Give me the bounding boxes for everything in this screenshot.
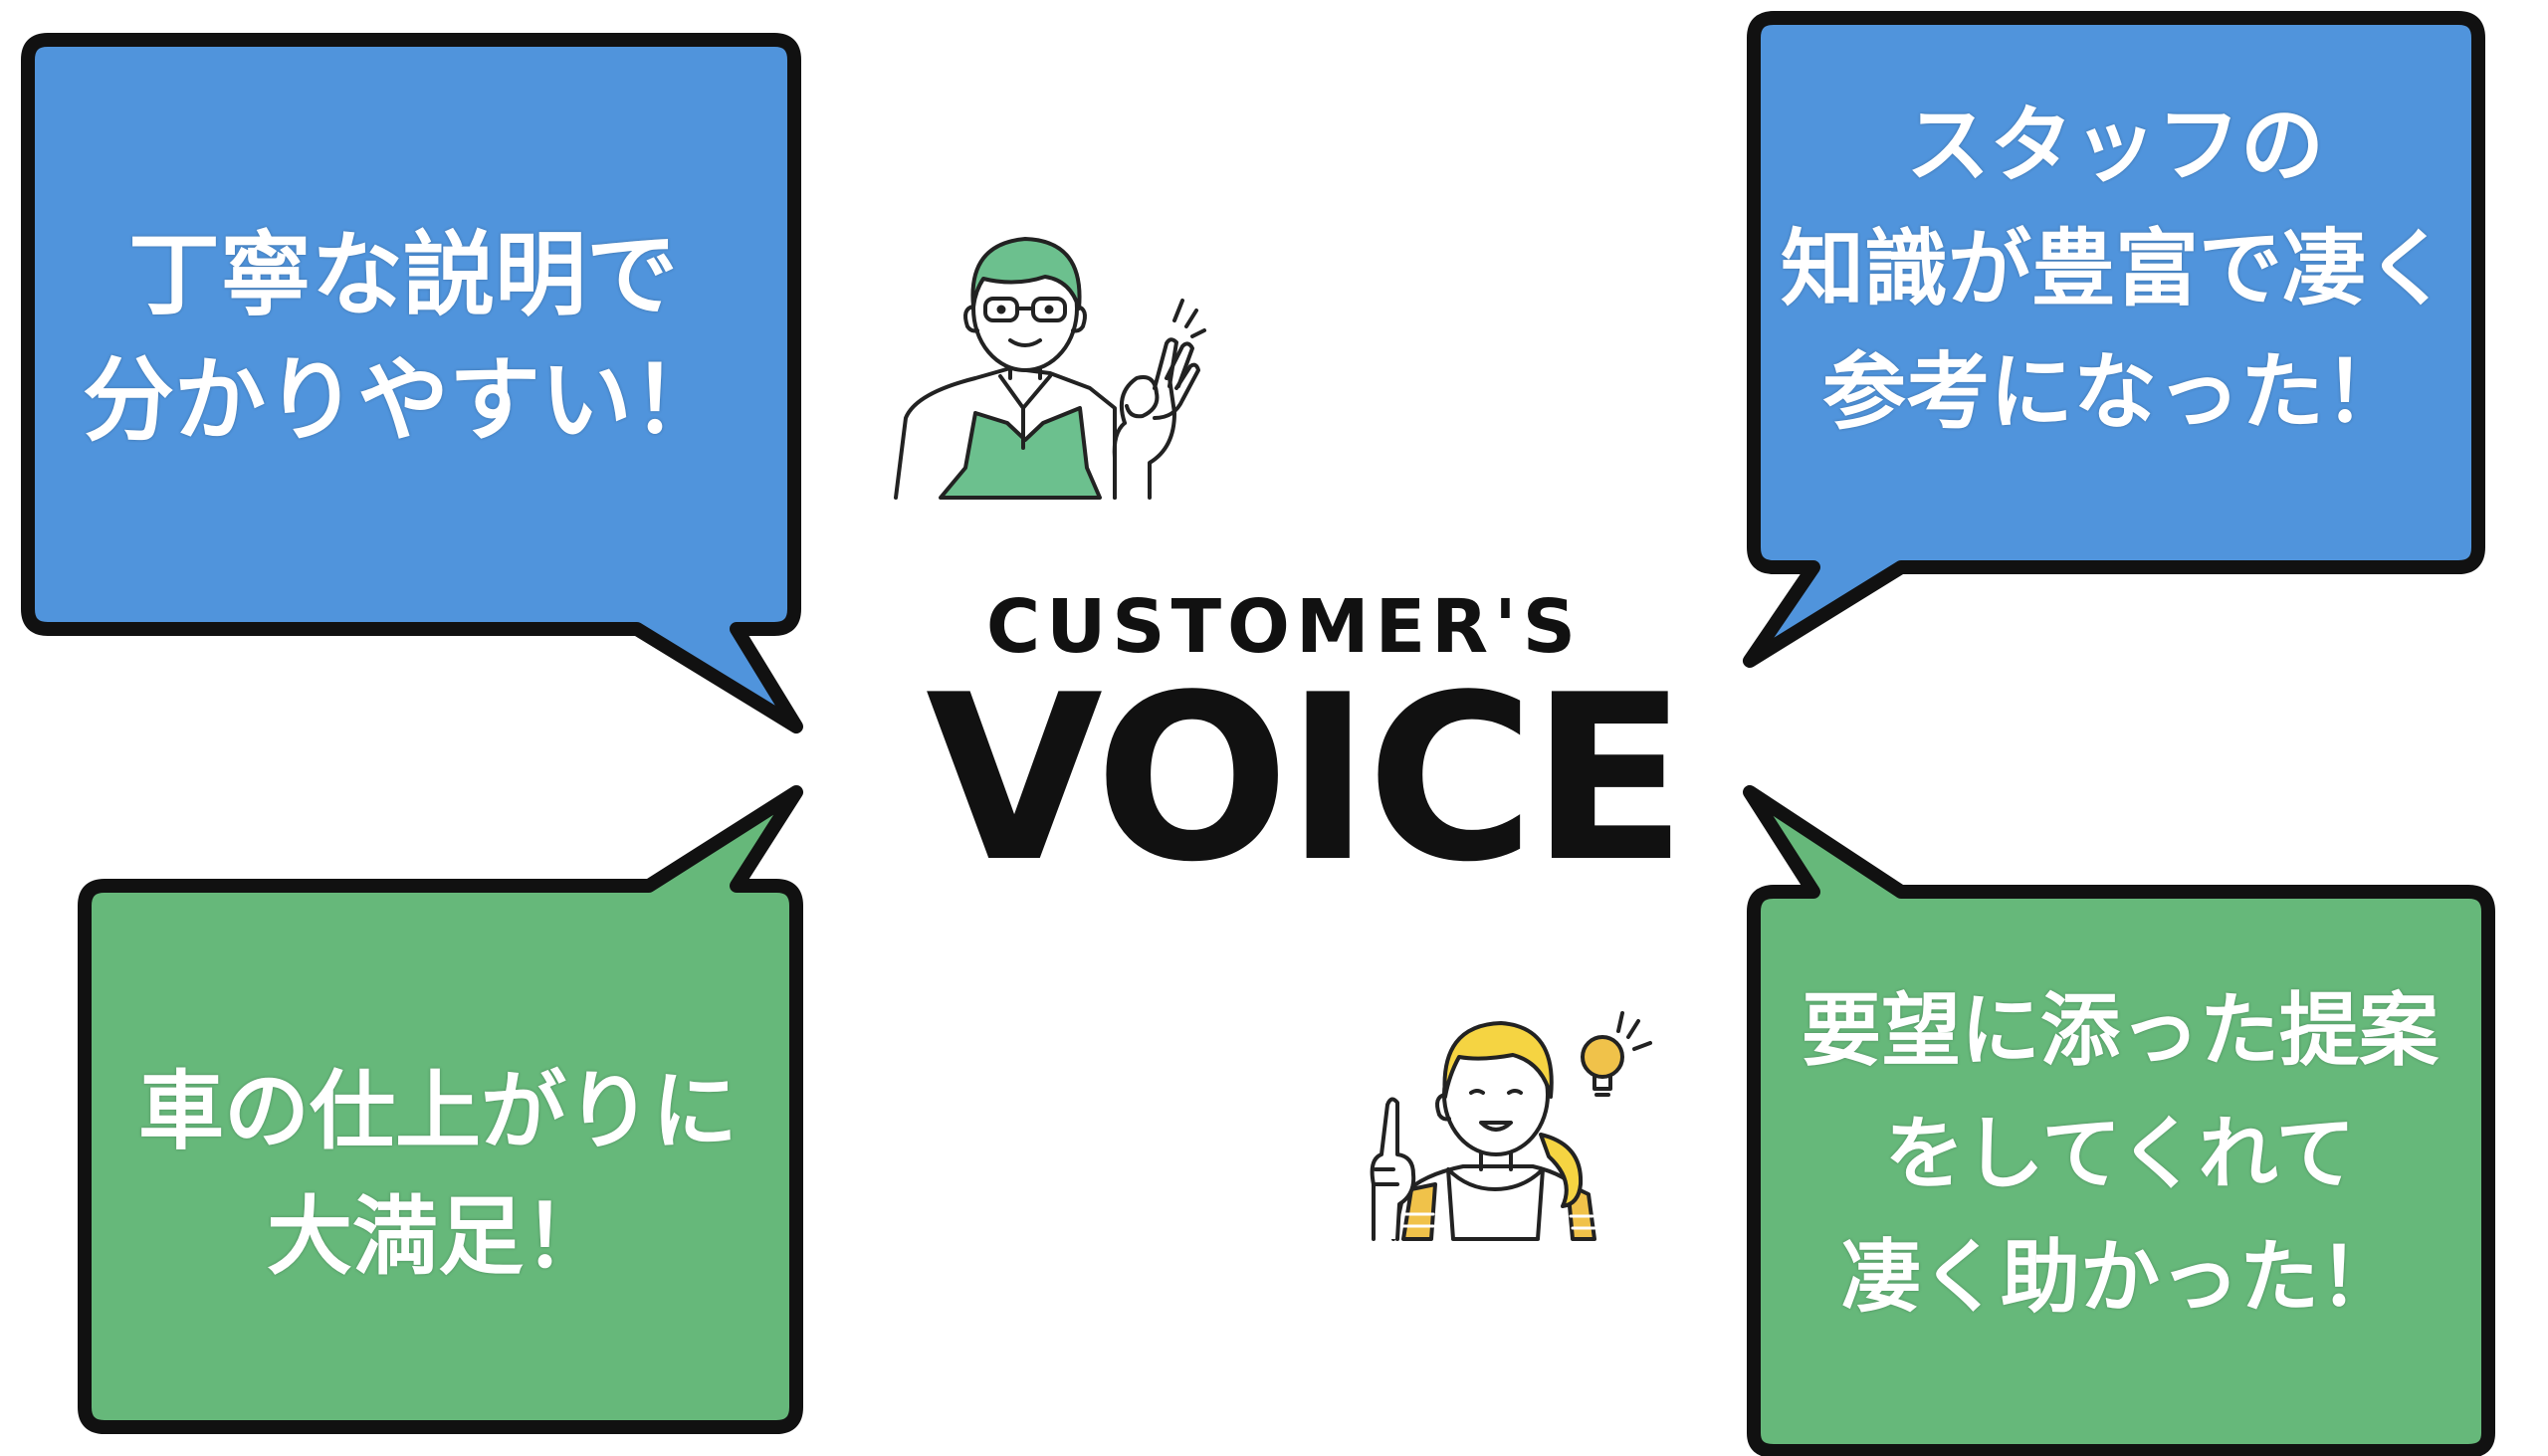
bubble-line: 大満足！: [267, 1187, 609, 1287]
bubble-bottom-right-text: 要望に添った提案 をしてくれて 凄く助かった！: [1752, 955, 2488, 1353]
bubble-top-right: [1743, 11, 2485, 668]
bubble-line: 丁寧な説明で: [127, 222, 678, 328]
title-voice: VOICE: [926, 647, 1687, 913]
bubble-line: スタッフの: [1905, 97, 2324, 194]
page-title: CUSTOMER'S VOICE: [926, 577, 1687, 913]
bubble-bottom-left: [78, 785, 803, 1434]
man-ok-gesture-icon: [894, 237, 1206, 500]
bubble-line: 要望に添った提案: [1802, 984, 2439, 1077]
bubble-line: 分かりやすい！: [82, 347, 724, 454]
bubble-line: 車の仕上がりに: [138, 1062, 738, 1161]
bubble-bottom-left-text: 車の仕上がりに 大満足！: [90, 1035, 786, 1314]
bubble-line: 凄く助かった！: [1841, 1231, 2399, 1324]
bubble-line: をしてくれて: [1884, 1108, 2356, 1200]
woman-idea-icon: [1370, 1011, 1652, 1241]
bubble-bottom-right: [1743, 785, 2495, 1456]
bubble-top-left-text: 丁寧な説明で 分かりやすい！: [30, 199, 776, 478]
bubble-line: 知識が豊富で凄く: [1780, 220, 2449, 317]
bubble-line: 参考になった！: [1821, 343, 2408, 441]
bubble-top-right-text: スタッフの 知識が豊富で凄く 参考になった！: [1752, 80, 2478, 458]
title-customers: CUSTOMER'S: [985, 584, 1583, 670]
bubble-top-left: [21, 33, 803, 733]
